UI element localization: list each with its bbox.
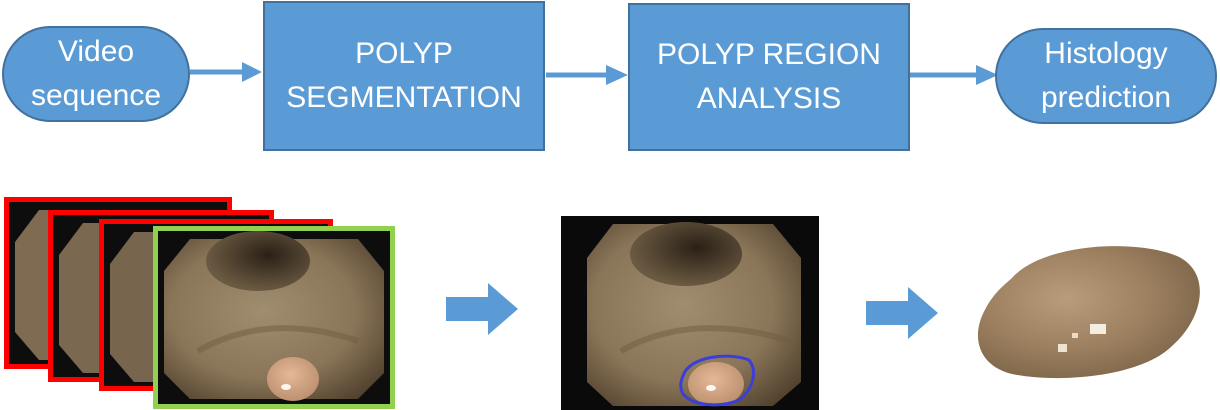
video-sequence-node: Video sequence	[2, 26, 190, 122]
histology-prediction-node: Histology prediction	[995, 28, 1217, 124]
segmented-endoscopy-image	[587, 222, 801, 407]
analysis-line-2: ANALYSIS	[696, 82, 842, 115]
polyp-segmentation-box: POLYP SEGMENTATION	[263, 1, 545, 151]
arrow-analysis-to-histology	[910, 65, 998, 85]
segmented-frame	[561, 216, 819, 410]
polyp-region-analysis-box: POLYP REGION ANALYSIS	[628, 3, 910, 151]
endoscopy-image-selected	[164, 231, 384, 401]
extracted-polyp-region	[977, 246, 1200, 379]
video-sequence-line-2: sequence	[30, 79, 162, 112]
histology-line-2: prediction	[1040, 81, 1172, 114]
arrow-segmentation-to-analysis	[546, 65, 628, 85]
segmentation-line-1: POLYP	[355, 37, 453, 70]
process-arrow-1	[446, 283, 518, 335]
segmentation-line-2: SEGMENTATION	[286, 81, 522, 114]
process-arrow-2	[866, 287, 938, 339]
polyp-contour	[679, 354, 755, 407]
video-frame-selected	[153, 226, 395, 409]
arrow-video-to-segmentation	[190, 62, 262, 82]
histology-line-1: Histology	[1044, 37, 1168, 70]
analysis-line-1: POLYP REGION	[657, 38, 881, 71]
video-sequence-line-1: Video	[57, 35, 135, 68]
